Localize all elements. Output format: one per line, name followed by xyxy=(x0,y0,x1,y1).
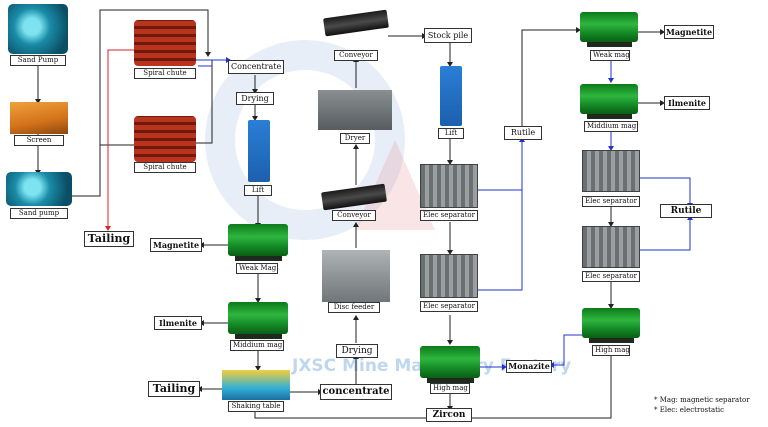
red-lines xyxy=(107,49,134,228)
lift-left-image xyxy=(248,120,270,182)
dryer-label: Dryer xyxy=(340,133,370,144)
concentrate-bottom-box: concentrate xyxy=(320,384,392,400)
monazite-box: Monazite xyxy=(506,360,552,373)
sand-pump-bottom-label: Sand pump xyxy=(10,208,68,219)
spiral-chute-top-label: Spiral chute xyxy=(134,68,196,79)
dryer-image xyxy=(318,90,392,130)
shaking-table-image xyxy=(222,370,290,400)
lift-left-label: Lift xyxy=(244,185,272,196)
elec-separator-r2-label: Elec separator xyxy=(582,271,640,282)
legend-elec: * Elec: electrostatic xyxy=(654,406,725,414)
high-mag-right-label: High mag xyxy=(592,345,630,356)
middium-mag-left-label: Middium mag xyxy=(230,340,284,351)
sand-pump-bottom-image xyxy=(6,172,72,206)
high-mag-center-label: High mag xyxy=(430,383,470,394)
tailing-bottom-box: Tailing xyxy=(148,381,200,397)
stock-pile-label: Stock pile xyxy=(424,28,472,43)
sand-pump-top-image xyxy=(8,4,68,54)
elec-separator-1-image xyxy=(420,164,478,208)
conveyor-top-label: Conveyor xyxy=(334,50,378,61)
elec-separator-r1-image xyxy=(582,150,640,192)
spiral-chute-bottom-image xyxy=(134,116,196,162)
weak-mag-left-label: Weak Mag xyxy=(236,263,278,274)
elec-separator-1-label: Elec separator xyxy=(420,210,478,221)
screen-image xyxy=(10,102,68,134)
weak-mag-right-image xyxy=(580,12,638,47)
ilmenite-right-box: Ilmenite xyxy=(664,96,710,110)
red-arrowheads xyxy=(105,226,111,231)
magnetite-left-box: Magnetite xyxy=(150,238,202,252)
elec-separator-r2-image xyxy=(582,226,640,268)
lift-right-image xyxy=(440,66,462,126)
spiral-chute-top-image xyxy=(134,20,196,66)
concentrate-top-label: Concentrate xyxy=(228,60,284,74)
elec-separator-2-label: Elec separator xyxy=(420,301,478,312)
high-mag-right-image xyxy=(582,308,640,343)
lift-right-label: Lift xyxy=(438,128,464,139)
blue-lines xyxy=(196,59,691,368)
conveyor-bottom-label: Conveyor xyxy=(332,210,376,221)
elec-separator-r1-label: Elec separator xyxy=(582,196,640,207)
drying-bottom-label: Drying xyxy=(336,344,378,358)
weak-mag-left-image xyxy=(228,224,288,261)
legend-mag: * Mag: magnetic separator xyxy=(654,396,750,404)
screen-label: Screen xyxy=(14,135,64,146)
middium-mag-left-image xyxy=(228,302,288,339)
rutile-right-box: Rutile xyxy=(660,204,712,218)
spiral-chute-bottom-label: Spiral chute xyxy=(134,162,196,173)
shaking-table-label: Shaking table xyxy=(228,401,284,412)
middium-mag-right-image xyxy=(580,84,638,119)
ilmenite-left-box: Ilmenite xyxy=(154,316,202,330)
disc-feeder-label: Disc feeder xyxy=(328,302,380,313)
drying-top-label: Drying xyxy=(236,92,274,105)
sand-pump-top-label: Sand Pump xyxy=(10,55,66,66)
weak-mag-right-label: Weak mag xyxy=(590,50,630,61)
elec-separator-2-image xyxy=(420,254,478,298)
zircon-box: Zircon xyxy=(426,408,472,422)
high-mag-center-image xyxy=(420,346,480,383)
magnetite-right-box: Magnetite xyxy=(664,25,714,39)
disc-feeder-image xyxy=(322,250,390,302)
middium-mag-right-label: Middium mag xyxy=(584,121,638,132)
tailing-left-box: Tailing xyxy=(84,231,134,247)
rutile-center-label: Rutile xyxy=(504,126,542,140)
